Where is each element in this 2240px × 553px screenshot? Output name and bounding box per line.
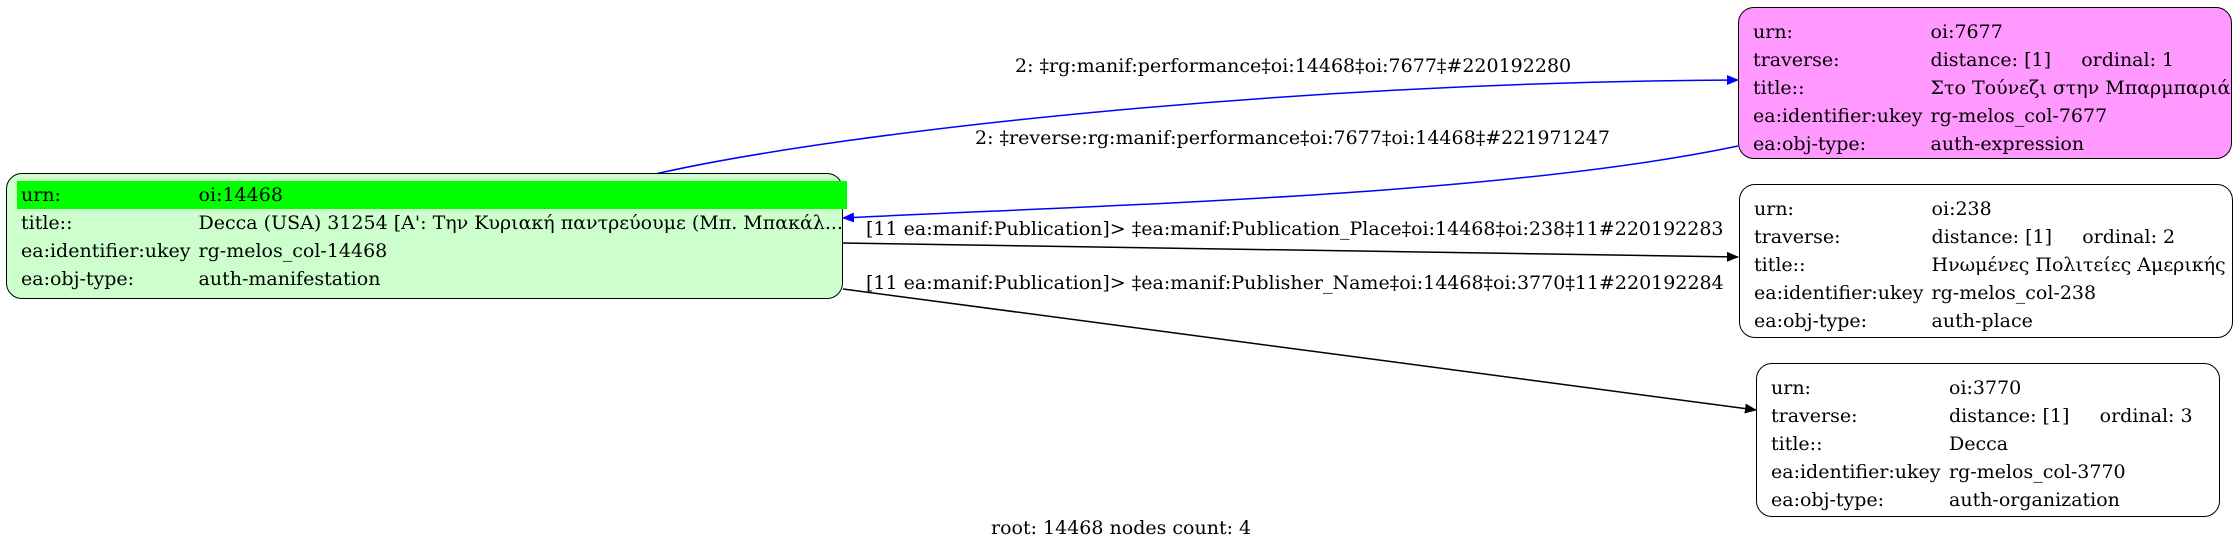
- distance: distance: [1]: [1930, 49, 2051, 71]
- key-traverse: traverse:: [1771, 405, 1858, 427]
- value-obj-type: auth-organization: [1949, 489, 2120, 511]
- value-obj-type: auth-manifestation: [198, 268, 381, 290]
- value-traverse: distance: [1] ordinal: 3: [1945, 402, 2197, 430]
- key-obj-type: ea:obj-type:: [1754, 310, 1868, 332]
- value-ukey: rg-melos_col-14468: [198, 240, 388, 262]
- key-title: title::: [1754, 254, 1806, 276]
- edge-label-reverse-performance: 2: ‡reverse:rg:manif:performance‡oi:7677…: [975, 127, 1610, 149]
- key-ukey: ea:identifier:ukey: [1771, 461, 1941, 483]
- key-urn: urn:: [1754, 198, 1794, 220]
- value-title: Decca (USA) 31254 [A': Την Κυριακή παντρ…: [198, 212, 843, 234]
- key-urn: urn:: [1771, 377, 1811, 399]
- value-ukey: rg-melos_col-238: [1931, 282, 2097, 304]
- value-obj-type: auth-expression: [1930, 133, 2085, 155]
- value-urn: oi:14468: [194, 181, 847, 209]
- key-ukey: ea:identifier:ukey: [1753, 105, 1923, 127]
- node-expression[interactable]: urn: oi:7677 traverse: distance: [1] ord…: [1738, 7, 2232, 159]
- row-title: title:: Decca (USA) 31254 [A': Την Κυρια…: [17, 209, 847, 237]
- ordinal: ordinal: 1: [2081, 49, 2175, 71]
- edge-label-publication-place: [11 ea:manif:Publication]> ‡ea:manif:Pub…: [866, 218, 1724, 240]
- node-organization[interactable]: urn: oi:3770 traverse: distance: [1] ord…: [1756, 363, 2220, 517]
- value-title: Ηνωμένες Πολιτείες Αμερικής: [1931, 254, 2226, 276]
- edge-publication-place: [842, 242, 1739, 262]
- row-obj-type: ea:obj-type: auth-manifestation: [17, 265, 847, 293]
- edge-label-performance: 2: ‡rg:manif:performance‡oi:14468‡oi:767…: [1015, 55, 1572, 77]
- value-title: Στο Τούνεζι στην Μπαρμπαριά: [1930, 77, 2231, 99]
- value-urn: oi:3770: [1949, 377, 2022, 399]
- key-ukey: ea:identifier:ukey: [1754, 282, 1924, 304]
- graph-footer: root: 14468 nodes count: 4: [991, 517, 1252, 539]
- edge-performance: [654, 75, 1739, 175]
- value-ukey: rg-melos_col-7677: [1930, 105, 2108, 127]
- key-obj-type: ea:obj-type:: [1753, 133, 1867, 155]
- key-obj-type: ea:obj-type:: [21, 268, 135, 290]
- ordinal: ordinal: 2: [2082, 226, 2176, 248]
- key-ukey: ea:identifier:ukey: [21, 240, 191, 262]
- distance: distance: [1]: [1931, 226, 2052, 248]
- ordinal: ordinal: 3: [2099, 405, 2193, 427]
- key-obj-type: ea:obj-type:: [1771, 489, 1885, 511]
- node-root-manifestation[interactable]: urn: oi:14468 title:: Decca (USA) 31254 …: [6, 173, 847, 299]
- row-urn: urn: oi:14468: [17, 181, 847, 209]
- key-urn: urn:: [17, 181, 195, 209]
- key-traverse: traverse:: [1754, 226, 1841, 248]
- distance: distance: [1]: [1949, 405, 2070, 427]
- key-title: title::: [21, 212, 73, 234]
- edge-label-publisher-name: [11 ea:manif:Publication]> ‡ea:manif:Pub…: [866, 272, 1724, 294]
- edge-publisher-name: [842, 288, 1757, 414]
- value-traverse: distance: [1] ordinal: 2: [1928, 223, 2230, 251]
- value-title: Decca: [1949, 433, 2009, 455]
- value-traverse: distance: [1] ordinal: 1: [1927, 46, 2235, 74]
- key-title: title::: [1771, 433, 1823, 455]
- row-ukey: ea:identifier:ukey rg-melos_col-14468: [17, 237, 847, 265]
- value-obj-type: auth-place: [1931, 310, 2033, 332]
- value-urn: oi:7677: [1930, 21, 2003, 43]
- node-place[interactable]: urn: oi:238 traverse: distance: [1] ordi…: [1739, 184, 2233, 338]
- key-urn: urn:: [1753, 21, 1793, 43]
- key-title: title::: [1753, 77, 1805, 99]
- edge-reverse-performance: [842, 145, 1739, 223]
- value-urn: oi:238: [1931, 198, 1992, 220]
- value-ukey: rg-melos_col-3770: [1949, 461, 2126, 483]
- key-traverse: traverse:: [1753, 49, 1840, 71]
